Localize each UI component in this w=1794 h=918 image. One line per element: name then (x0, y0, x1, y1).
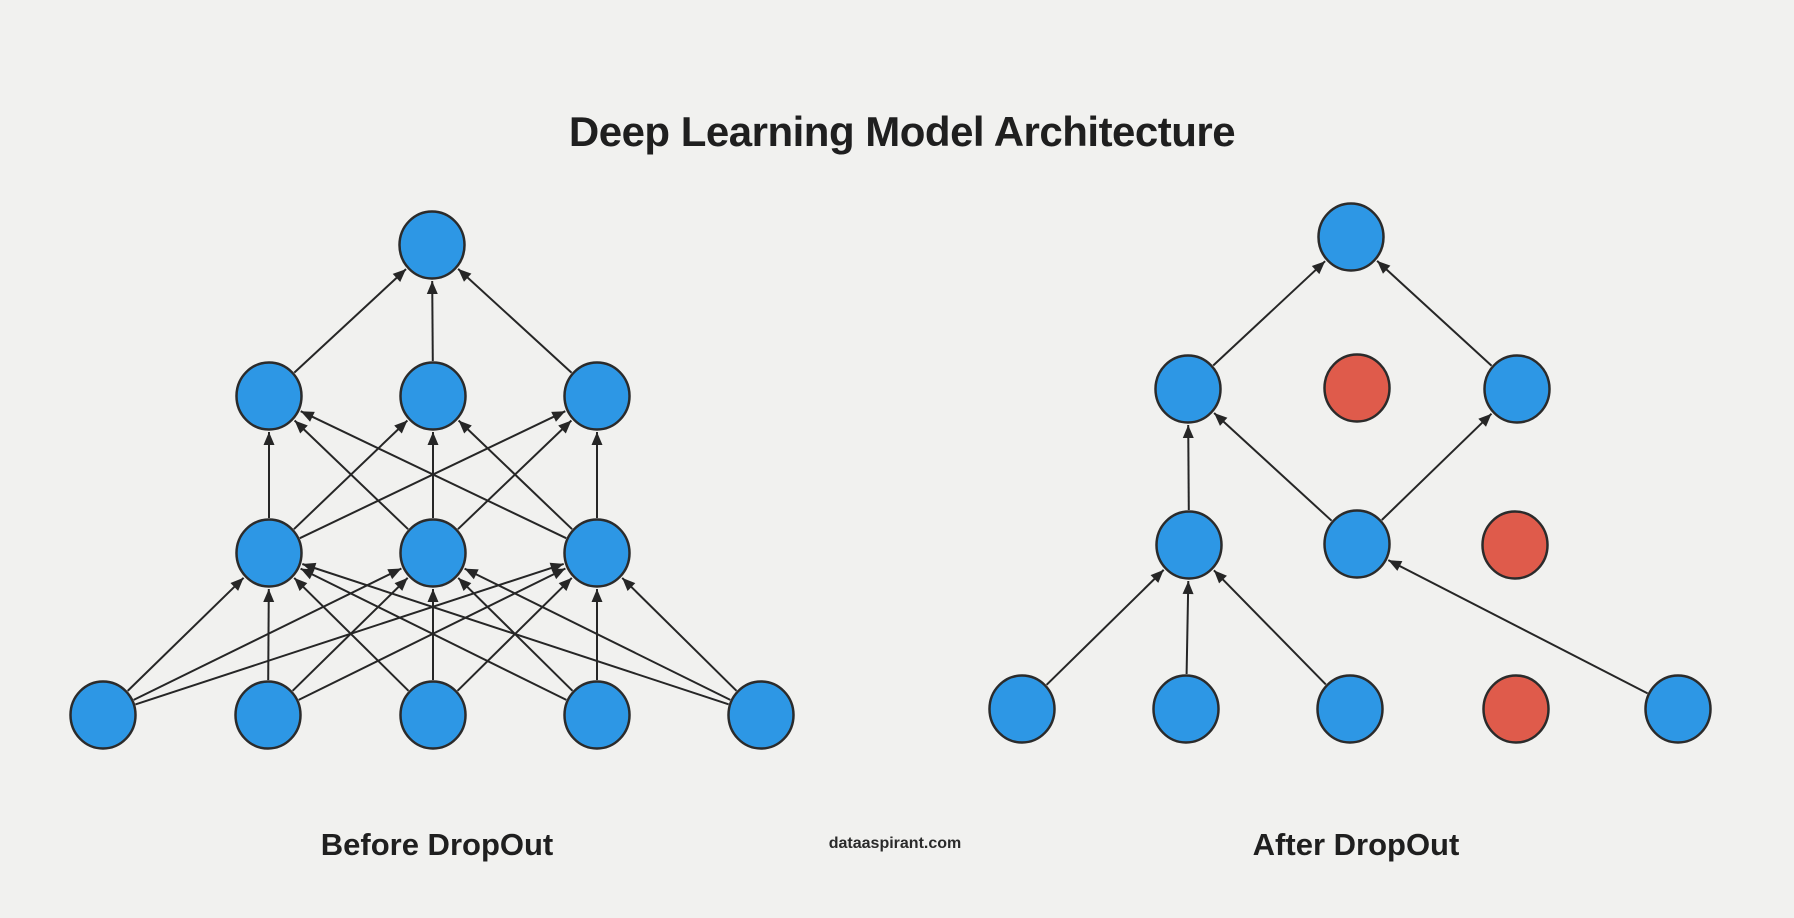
connection-arrow (301, 562, 729, 706)
connection-arrow (1182, 580, 1194, 675)
watermark-text: dataaspirant.com (828, 835, 962, 852)
connection-arrow (457, 268, 573, 374)
neuron-active-after-in2 (1152, 674, 1220, 744)
neuron-active-after-h1a (1155, 510, 1223, 580)
connection-arrow (293, 419, 409, 530)
connection-arrow (464, 567, 731, 701)
neuron-active-before-in4 (563, 680, 631, 750)
connection-arrow (127, 577, 245, 692)
page-title: Deep Learning Model Architecture (568, 108, 1236, 155)
connection-arrow (1213, 569, 1327, 686)
neuron-active-before-h1b (399, 518, 467, 588)
connection-arrow (300, 567, 567, 701)
neuron-active-before-in3 (399, 680, 467, 750)
connection-arrow (1213, 412, 1333, 522)
neuron-active-after-o (1317, 202, 1385, 272)
neuron-dropped-after-in4 (1482, 674, 1550, 744)
after-dropout-label: After DropOut (1252, 827, 1460, 862)
neuron-active-before-in2 (234, 680, 302, 750)
neuron-active-before-o (398, 210, 466, 280)
neuron-active-before-in1 (69, 680, 137, 750)
connection-arrow (1212, 260, 1326, 367)
neuron-active-before-h2a (235, 361, 303, 431)
connection-arrow (1381, 412, 1493, 521)
neuron-dropped-after-h2b (1323, 353, 1391, 423)
neuron-active-after-h2c (1483, 354, 1551, 424)
connection-arrow (263, 588, 275, 681)
connection-arrow (457, 419, 573, 530)
connection-arrow (621, 577, 738, 692)
connection-arrow (1182, 424, 1194, 511)
neuron-active-after-in1 (988, 674, 1056, 744)
connection-arrow (293, 577, 410, 692)
connection-arrow (1045, 569, 1165, 686)
before-dropout-network (69, 210, 795, 750)
connection-arrow (293, 268, 407, 374)
neuron-dropped-after-h1c (1481, 510, 1549, 580)
connection-arrow (1376, 260, 1493, 367)
connection-arrow (426, 280, 438, 362)
connection-arrow (1387, 559, 1649, 695)
neuron-active-after-h2a (1154, 354, 1222, 424)
neuron-active-before-h1a (235, 518, 303, 588)
neuron-active-before-h2b (399, 361, 467, 431)
neuron-active-before-in5 (727, 680, 795, 750)
connection-arrow (300, 410, 567, 540)
neuron-active-after-in3 (1316, 674, 1384, 744)
neuron-active-before-h1c (563, 518, 631, 588)
neuron-active-before-h2c (563, 361, 631, 431)
after-dropout-network (988, 202, 1712, 744)
neuron-active-after-h1b (1323, 509, 1391, 579)
before-dropout-label: Before DropOut (320, 827, 554, 862)
neuron-active-after-in5 (1644, 674, 1712, 744)
